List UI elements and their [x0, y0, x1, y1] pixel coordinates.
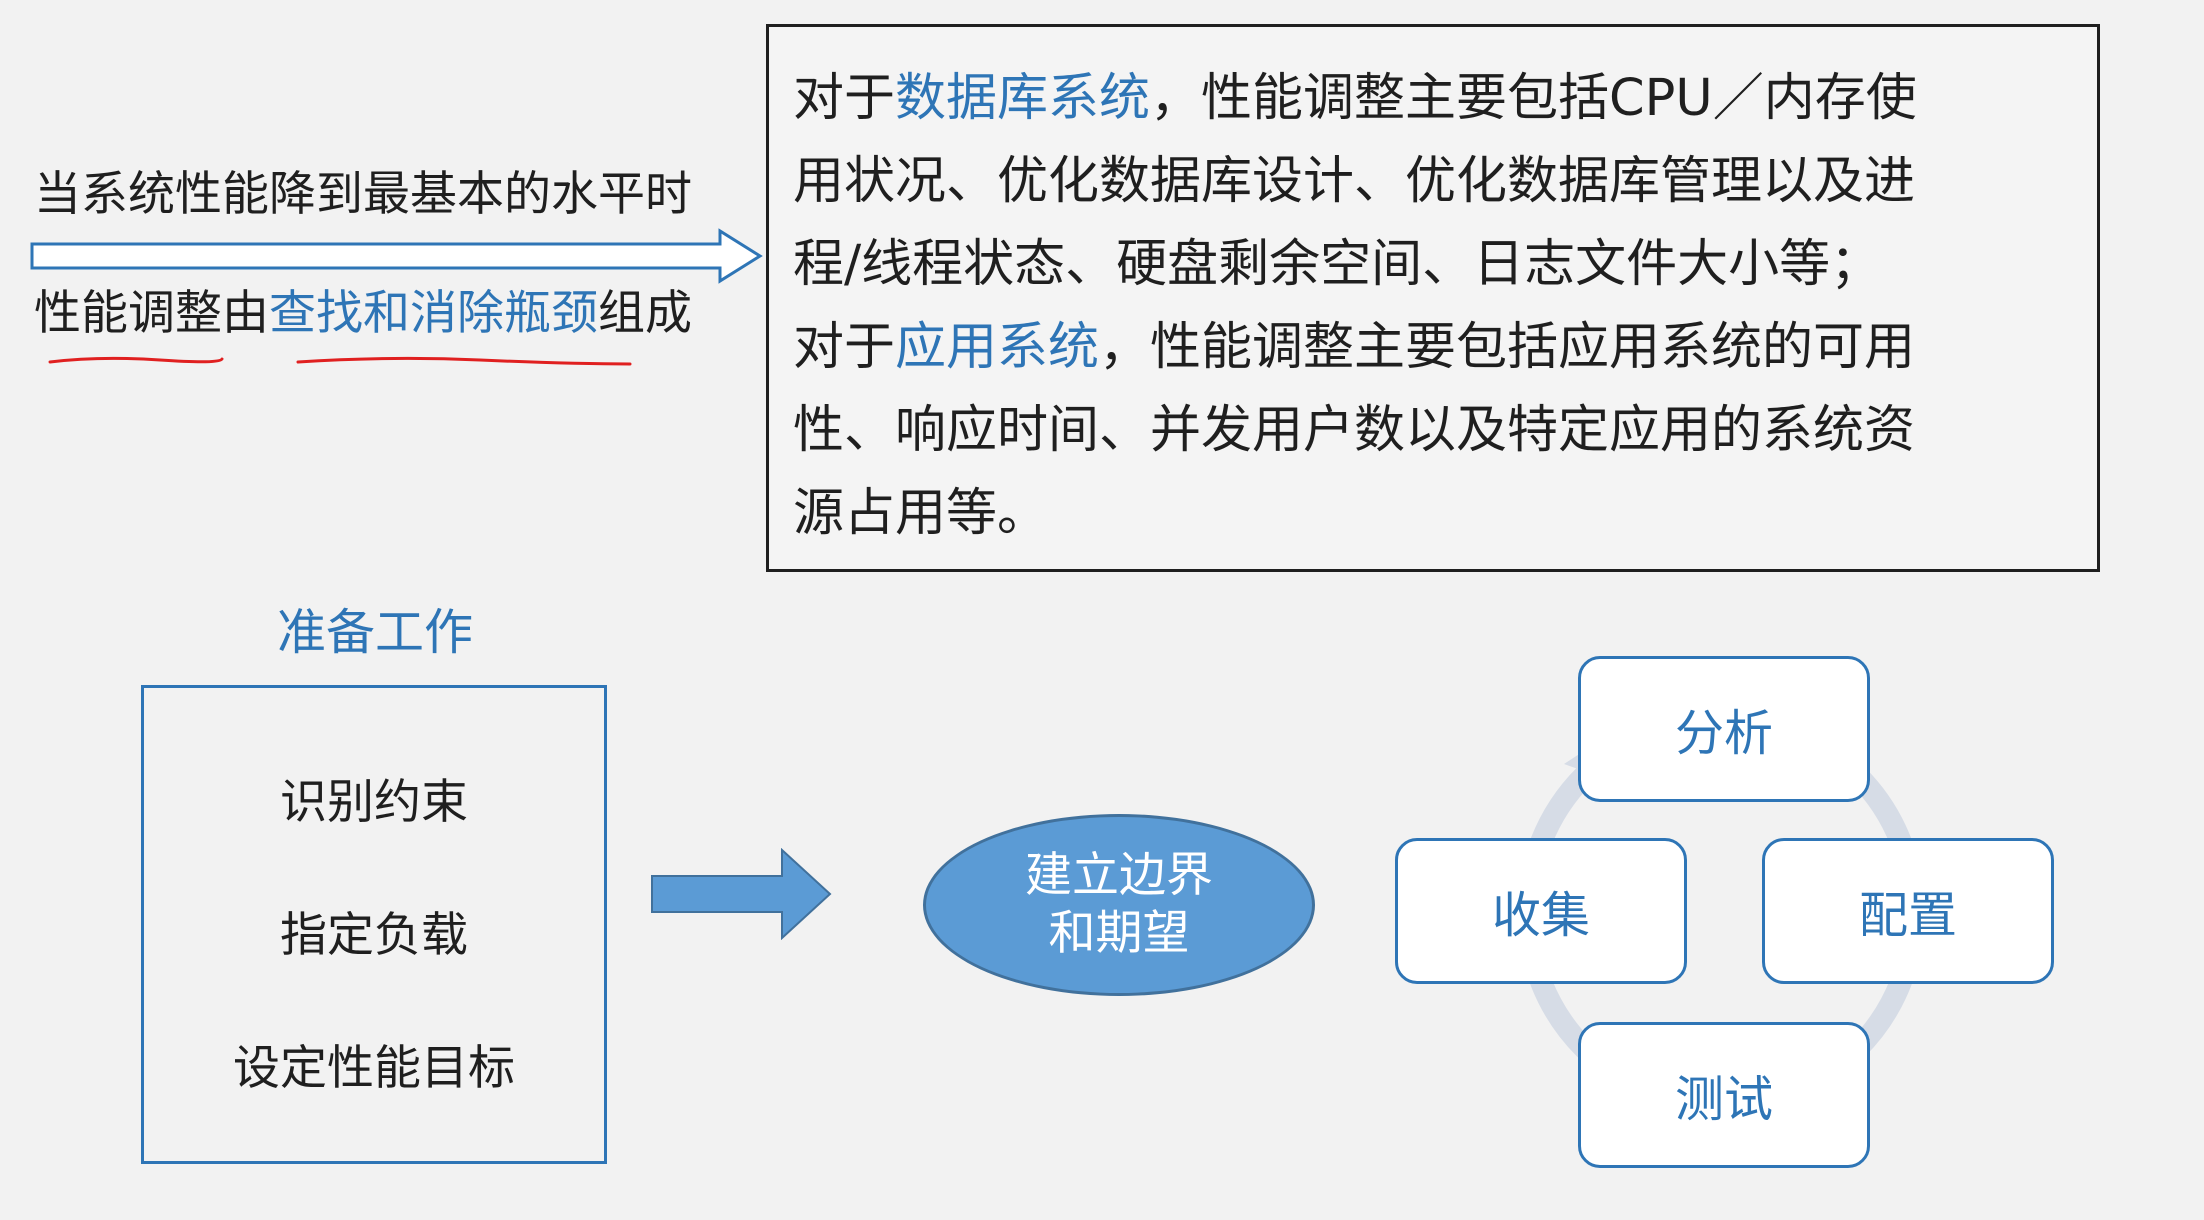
info-line: 对于数据库系统，性能调整主要包括CPU／内存使	[793, 57, 2077, 140]
bottleneck-highlight: 查找和消除瓶颈	[269, 286, 598, 341]
block-arrow-icon	[651, 848, 832, 940]
right-arrow-icon	[30, 228, 763, 284]
cycle-analyze: 分析	[1578, 656, 1870, 802]
info-line: 用状况、优化数据库设计、优化数据库管理以及进	[793, 152, 1916, 211]
info-line: 对于应用系统，性能调整主要包括应用系统的可用	[793, 306, 2077, 389]
cycle-collect: 收集	[1395, 838, 1687, 984]
prep-item-constraints: 识别约束	[280, 775, 468, 830]
prep-item-load: 指定负载	[280, 908, 468, 963]
tuning-composition-text: 性能调整由查找和消除瓶颈组成	[34, 284, 692, 344]
info-line: 程/线程状态、硬盘剩余空间、日志文件大小等；	[793, 235, 1882, 294]
cycle-configure: 配置	[1762, 838, 2054, 984]
prep-title: 准备工作	[276, 604, 473, 661]
tuning-scope-box: 对于数据库系统，性能调整主要包括CPU／内存使 用状况、优化数据库设计、优化数据…	[766, 24, 2100, 572]
info-text: ，性能调整主要包括应用系统的可用	[1099, 318, 1916, 377]
info-text: ，性能调整主要包括CPU／内存使	[1150, 69, 1917, 128]
red-underline-annotation	[48, 356, 632, 366]
info-line: 源占用等。	[793, 484, 1049, 543]
info-line: 性、响应时间、并发用户数以及特定应用的系统资	[793, 401, 1916, 460]
tuning-suffix: 组成	[598, 286, 692, 341]
prep-box: 识别约束 指定负载 设定性能目标	[141, 685, 607, 1164]
ellipse-line-2: 和期望	[1048, 906, 1190, 961]
application-system-highlight: 应用系统	[895, 318, 1100, 377]
info-text: 对于	[793, 318, 896, 377]
condition-text: 当系统性能降到最基本的水平时	[34, 167, 692, 222]
tuning-prefix: 性能调整由	[34, 286, 269, 341]
ellipse-line-1: 建立边界	[1025, 848, 1213, 903]
cycle-test: 测试	[1578, 1022, 1870, 1168]
prep-item-goals: 设定性能目标	[233, 1041, 515, 1096]
database-system-highlight: 数据库系统	[895, 69, 1151, 128]
info-text: 对于	[793, 69, 896, 128]
boundaries-expectations-ellipse: 建立边界 和期望	[923, 814, 1315, 996]
